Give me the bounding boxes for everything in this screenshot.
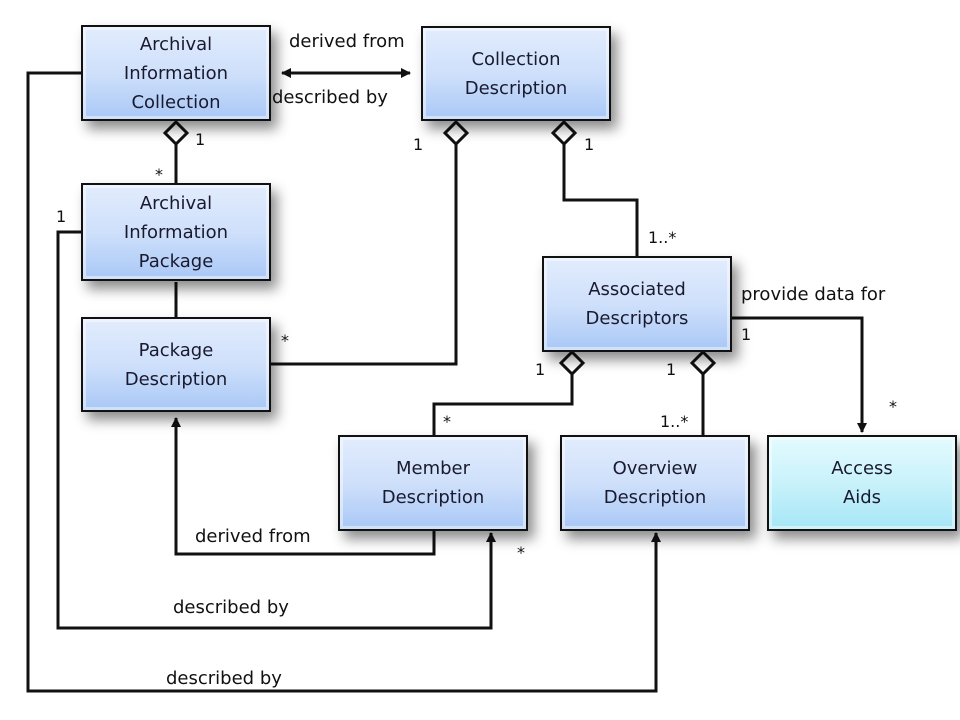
relation-label: described by xyxy=(173,597,289,618)
aggregation-diamond xyxy=(442,119,470,147)
box-label: Overview Description xyxy=(603,458,707,508)
relation-label: described by xyxy=(272,87,388,108)
multiplicity: * xyxy=(443,412,451,431)
box-label: Access Aids xyxy=(831,458,893,508)
package-description-box[interactable]: Package Description xyxy=(81,317,271,412)
relation-label: derived from xyxy=(195,526,311,547)
box-label: Collection Description xyxy=(464,48,568,99)
box-label: Member Description xyxy=(381,458,485,508)
member-description-box[interactable]: Member Description xyxy=(338,435,528,531)
box-label: Package Description xyxy=(124,339,228,390)
aip-md-described xyxy=(56,230,496,630)
multiplicity: 1..* xyxy=(648,228,677,247)
multiplicity: 1..* xyxy=(660,412,689,431)
multiplicity: 1 xyxy=(195,130,206,149)
relation-label: described by xyxy=(166,668,282,689)
multiplicity: * xyxy=(281,331,289,350)
aggregation-diamond xyxy=(689,349,717,377)
md-pd-derived xyxy=(171,417,436,556)
cd-ad-aggregation xyxy=(562,144,639,256)
overview-description-box[interactable]: Overview Description xyxy=(560,435,750,531)
multiplicity: 1 xyxy=(535,360,546,379)
multiplicity: * xyxy=(517,543,525,562)
aggregation-diamond xyxy=(162,119,190,147)
box-label: Archival Information Package xyxy=(123,192,229,272)
aggregation-diamond xyxy=(550,119,578,147)
multiplicity: 1 xyxy=(666,360,677,379)
multiplicity: * xyxy=(155,165,163,184)
relation-label: derived from xyxy=(289,31,405,52)
multiplicity: 1 xyxy=(56,207,67,226)
associated-descriptors-box[interactable]: Associated Descriptors xyxy=(542,256,732,352)
archival-information-collection-box[interactable]: Archival Information Collection xyxy=(81,25,271,121)
multiplicity: * xyxy=(889,397,897,416)
box-label: Associated Descriptors xyxy=(585,279,689,329)
aic-od-described xyxy=(26,71,661,693)
multiplicity: 1 xyxy=(741,325,752,344)
ad-aa-association xyxy=(732,316,867,433)
box-label: Archival Information Collection xyxy=(123,33,229,113)
cd-pd-aggregation xyxy=(270,144,458,366)
relation-label: provide data for xyxy=(741,284,886,305)
ad-md-aggregation xyxy=(432,374,574,436)
multiplicity: 1 xyxy=(584,135,595,154)
multiplicity: 1 xyxy=(413,135,424,154)
access-aids-box[interactable]: Access Aids xyxy=(767,435,957,531)
aggregation-diamond xyxy=(558,349,586,377)
collection-description-box[interactable]: Collection Description xyxy=(421,26,611,121)
archival-information-package-box[interactable]: Archival Information Package xyxy=(81,183,271,281)
